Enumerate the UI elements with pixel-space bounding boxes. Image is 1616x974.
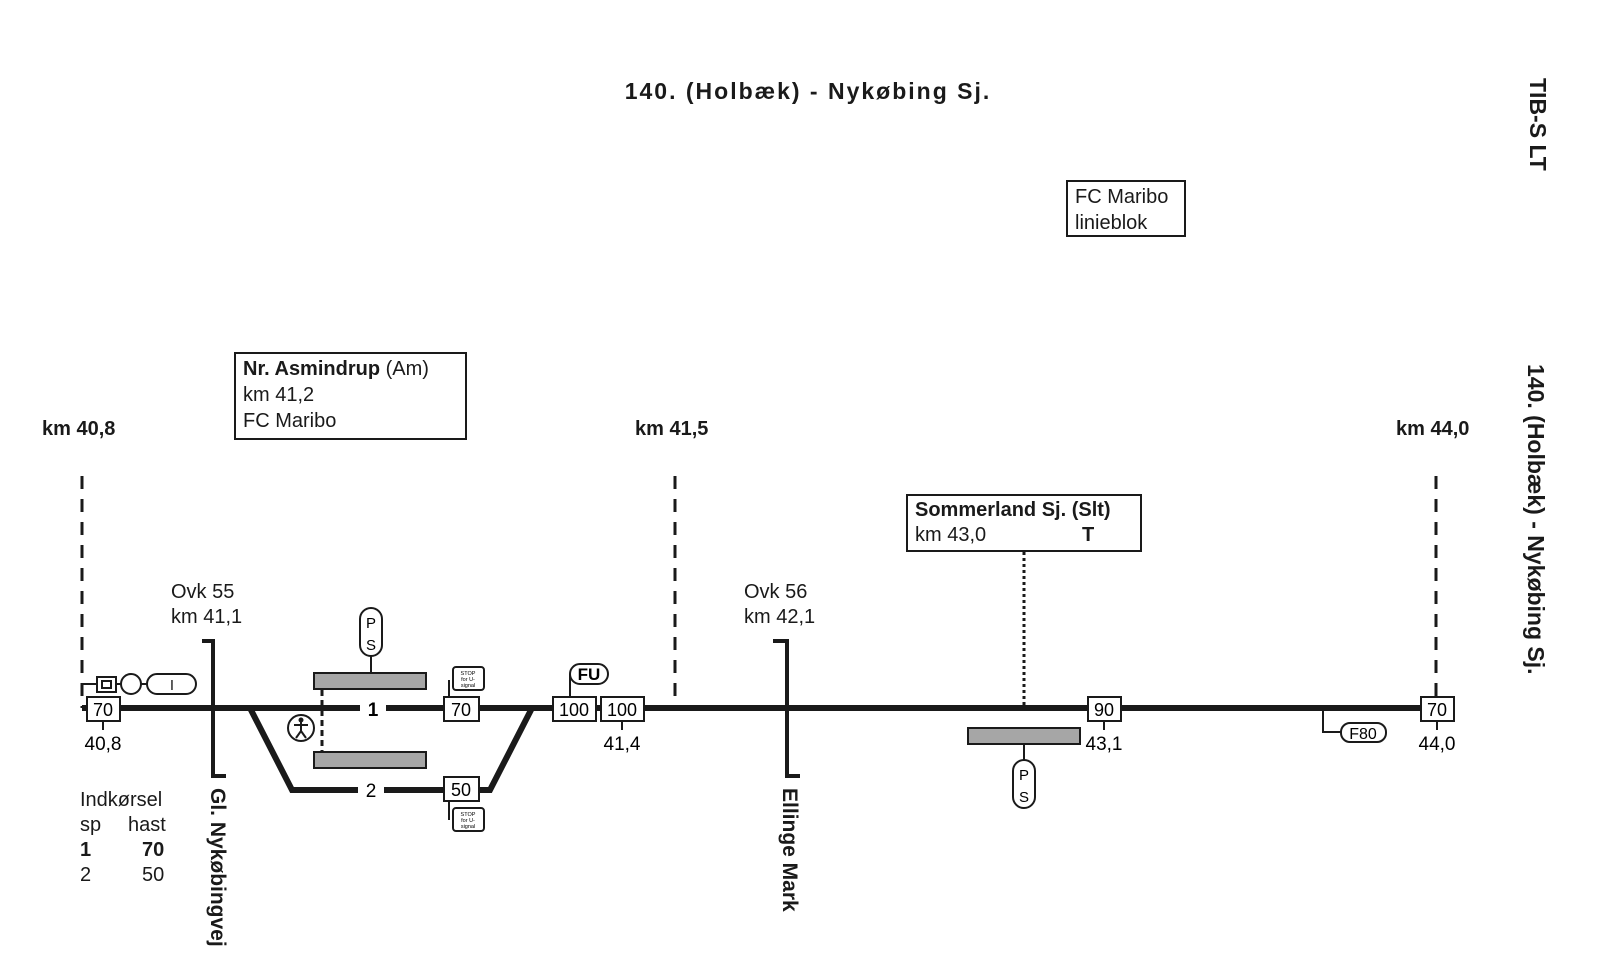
line-name-vertical: 140. (Holbæk) - Nykøbing Sj. xyxy=(1523,364,1549,675)
speed-sign: 70 xyxy=(86,696,121,722)
crossing-label-56: Ovk 56 km 42,1 xyxy=(744,580,815,630)
signal-i-label: I xyxy=(170,677,174,694)
track-number: 2 xyxy=(366,781,377,802)
speed-value: 70 xyxy=(451,700,471,720)
entry-speed-title: Indkørsel xyxy=(80,789,163,811)
table-cell: 2 xyxy=(80,864,92,886)
station-marker: T xyxy=(1082,524,1095,546)
table-header-row: sp hast xyxy=(80,813,174,838)
track-number: 1 xyxy=(368,700,379,721)
station-control: FC Maribo xyxy=(243,410,337,432)
speed-value: 50 xyxy=(451,780,471,800)
diagram-title: 140. (Holbæk) - Nykøbing Sj. xyxy=(624,78,992,104)
stop-sign-icon: STOP for U- signal xyxy=(448,666,485,696)
f80-sign-icon: F80 xyxy=(1322,710,1387,743)
km-marker: km 40,8 xyxy=(42,418,116,440)
station-box-sommerland: Sommerland Sj. (Slt) km 43,0 T xyxy=(906,494,1142,552)
table-cell: 50 xyxy=(142,864,165,886)
crossing-km: km 42,1 xyxy=(744,606,816,628)
speed-sign: 70 xyxy=(443,696,480,722)
ps-letter: P xyxy=(366,615,376,632)
road-name: Ellinge Mark xyxy=(778,788,801,912)
stop-sign-text: STOP xyxy=(461,812,476,818)
ps-letter: P xyxy=(1019,767,1029,784)
speed-sign: 90 xyxy=(1087,696,1122,722)
station-box-asmindrup: Nr. Asmindrup (Am) km 41,2 FC Maribo xyxy=(234,352,467,440)
table-header: hast xyxy=(128,814,166,836)
siding-track xyxy=(247,706,535,793)
fu-sign-icon: FU xyxy=(569,663,609,696)
station-km: km 43,0 xyxy=(915,524,987,546)
table-header: sp xyxy=(80,814,102,836)
km-label: 40,8 xyxy=(85,734,122,755)
fu-label: FU xyxy=(578,665,601,684)
ps-sign-icon: P S xyxy=(359,607,383,673)
track-label-bg xyxy=(358,778,384,800)
crossing-name: Ovk 55 xyxy=(171,581,235,603)
ps-letter: S xyxy=(366,637,376,654)
document-tag: TIB-S LT xyxy=(1525,78,1551,171)
speed-value: 70 xyxy=(93,700,113,720)
km-label: 41,4 xyxy=(604,734,641,755)
entry-speed-table: sp hast 1 70 2 50 xyxy=(80,813,174,888)
road-name: Gl. Nykøbingvej xyxy=(206,788,229,947)
stop-sign-text: signal xyxy=(461,824,475,830)
platform xyxy=(313,751,427,769)
crossing-name: Ovk 56 xyxy=(744,581,808,603)
speed-sign: 50 xyxy=(443,776,480,802)
station-name: Sommerland Sj. (Slt) xyxy=(915,499,1111,521)
stop-sign-text: signal xyxy=(461,683,475,689)
station-code: (Am) xyxy=(385,358,429,380)
platform xyxy=(967,727,1081,745)
speed-value: 70 xyxy=(1427,700,1447,720)
speed-sign: 100 xyxy=(552,696,597,722)
speed-value: 100 xyxy=(607,700,637,720)
platform xyxy=(313,672,427,690)
speed-value: 90 xyxy=(1094,700,1114,720)
stop-sign-text: for U- xyxy=(461,818,475,824)
table-row: 2 50 xyxy=(80,863,174,888)
station-km: km 41,2 xyxy=(243,384,315,406)
level-crossing xyxy=(202,639,226,778)
speed-value: 100 xyxy=(559,700,589,720)
crossing-label-55: Ovk 55 km 41,1 xyxy=(171,580,242,630)
table-cell: 1 xyxy=(80,839,92,861)
entry-signal-icon: I xyxy=(82,673,197,695)
km-marker: km 41,5 xyxy=(635,418,709,440)
km-label: 44,0 xyxy=(1419,734,1456,755)
table-cell: 70 xyxy=(142,839,165,861)
crossing-km: km 41,1 xyxy=(171,606,243,628)
table-row: 1 70 xyxy=(80,838,174,863)
control-info-line1: FC Maribo xyxy=(1075,186,1169,208)
pedestrian-crossing-icon xyxy=(287,714,315,742)
ps-sign-icon: P S xyxy=(1012,744,1036,809)
km-label: 43,1 xyxy=(1086,734,1123,755)
stop-sign-text: STOP xyxy=(461,671,476,677)
ps-letter: S xyxy=(1019,789,1029,806)
km-marker: km 44,0 xyxy=(1396,418,1470,440)
level-crossing xyxy=(773,639,800,778)
f80-label: F80 xyxy=(1349,726,1377,743)
speed-sign: 70 xyxy=(1420,696,1455,722)
control-info-line2: linieblok xyxy=(1075,212,1148,234)
stop-sign-icon: STOP for U- signal xyxy=(448,800,485,832)
station-name: Nr. Asmindrup xyxy=(243,358,381,380)
track-label-bg xyxy=(360,698,386,718)
stop-sign-text: for U- xyxy=(461,677,475,683)
speed-sign: 100 xyxy=(600,696,645,722)
control-info-box: FC Maribo linieblok xyxy=(1066,180,1186,237)
